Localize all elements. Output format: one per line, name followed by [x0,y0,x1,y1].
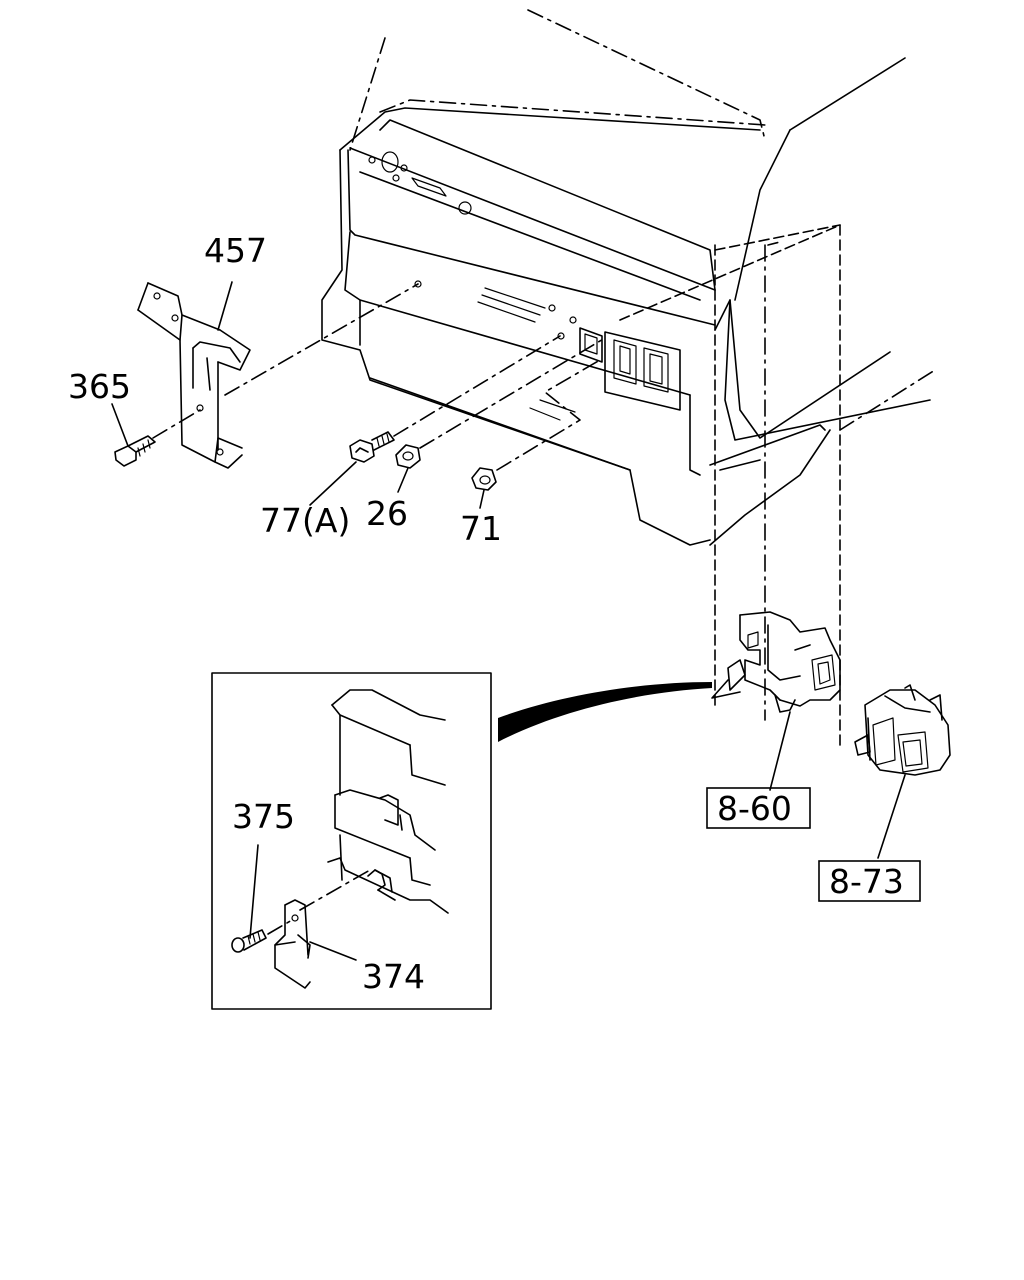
label-26: 26 [366,494,408,533]
nut-26-icon [395,444,421,469]
label-374: 374 [362,957,425,996]
leader-26 [397,467,409,493]
leader-8-73 [877,774,906,859]
bracket-457 [137,282,251,469]
headlamp-right-icon [458,201,472,215]
leader-8-60 [769,711,791,791]
component-8-73 [854,684,951,776]
emblem-plate [411,177,447,197]
label-365: 365 [68,367,131,406]
screw-375-icon [231,929,267,953]
leader-457 [217,281,233,331]
reference-box-8-60[interactable] [706,787,811,829]
detail-bracket-374 [274,899,311,989]
leader-375 [249,844,259,939]
headlamp-left-icon [381,151,399,173]
reference-label-8-60[interactable]: 8-60 [717,789,792,828]
nut-71-icon [471,467,497,491]
detail-callout-arrow [498,682,712,742]
leader-365 [111,403,129,447]
detail-inset-drawing [327,689,449,914]
label-71: 71 [460,509,502,548]
leader-71 [479,489,485,509]
bolt-77a-icon [349,431,395,463]
label-457: 457 [204,231,267,270]
component-8-60 [711,611,841,713]
reference-box-8-73[interactable] [818,860,921,902]
label-77a: 77(A) [260,501,350,540]
cab-body [321,9,936,751]
leader-77a [309,461,357,506]
label-375: 375 [232,797,295,836]
leader-374 [309,941,357,961]
bolt-365-icon [114,435,156,467]
reference-label-8-73[interactable]: 8-73 [829,862,904,901]
detail-inset-frame [211,672,492,1010]
